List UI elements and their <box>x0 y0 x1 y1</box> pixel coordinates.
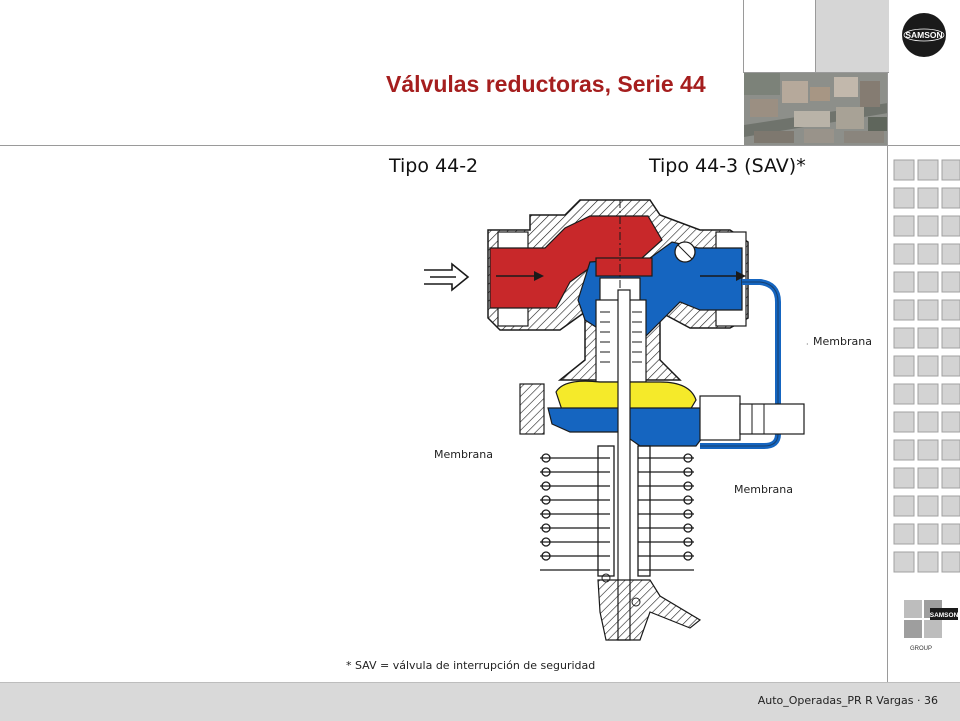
footer-text: Auto_Operadas_PR R Vargas · 36 <box>757 694 938 707</box>
factory-photo <box>744 73 888 145</box>
spring-adjuster <box>597 573 702 641</box>
logo-area: SAMSON <box>888 0 960 72</box>
valve-cross-section-diagram <box>424 199 805 641</box>
flow-direction-arrow <box>424 262 470 292</box>
inlet-pressure-zone <box>489 215 663 309</box>
header-box-grey <box>815 0 889 73</box>
label-tipo-44-2: Tipo 44-2 <box>389 155 479 177</box>
leader-dot: · <box>806 340 809 349</box>
setpoint-springs <box>540 445 694 577</box>
footnote: * SAV = válvula de interrupción de segur… <box>346 659 596 672</box>
membrana-label-2: Membrana <box>434 448 493 461</box>
right-panel: SAMSON GROUP <box>888 146 960 652</box>
samson-logo-text: SAMSON <box>905 30 942 40</box>
outlet-flow-arrowhead <box>736 271 746 281</box>
membrana-label-1: Membrana <box>813 335 872 348</box>
label-tipo-44-3: Tipo 44-3 (SAV)* <box>649 155 806 177</box>
samson-logo: SAMSON <box>902 13 946 57</box>
right-divider <box>887 72 888 682</box>
header-divider <box>0 145 960 146</box>
page-title: Válvulas reductoras, Serie 44 <box>386 71 706 97</box>
valve-plug <box>595 257 653 277</box>
grid-blocks <box>893 159 960 573</box>
membrana-label-3: Membrana <box>734 483 793 496</box>
samson-group-logo: SAMSON GROUP <box>904 600 959 652</box>
footer-bar: Auto_Operadas_PR R Vargas · 36 <box>0 682 960 721</box>
diaphragm-housing <box>519 383 805 441</box>
group-logo-subtext: GROUP <box>910 646 932 652</box>
group-logo-text: SAMSON <box>930 612 959 619</box>
header-box <box>743 0 816 73</box>
inlet-flow-arrowhead <box>534 271 544 281</box>
